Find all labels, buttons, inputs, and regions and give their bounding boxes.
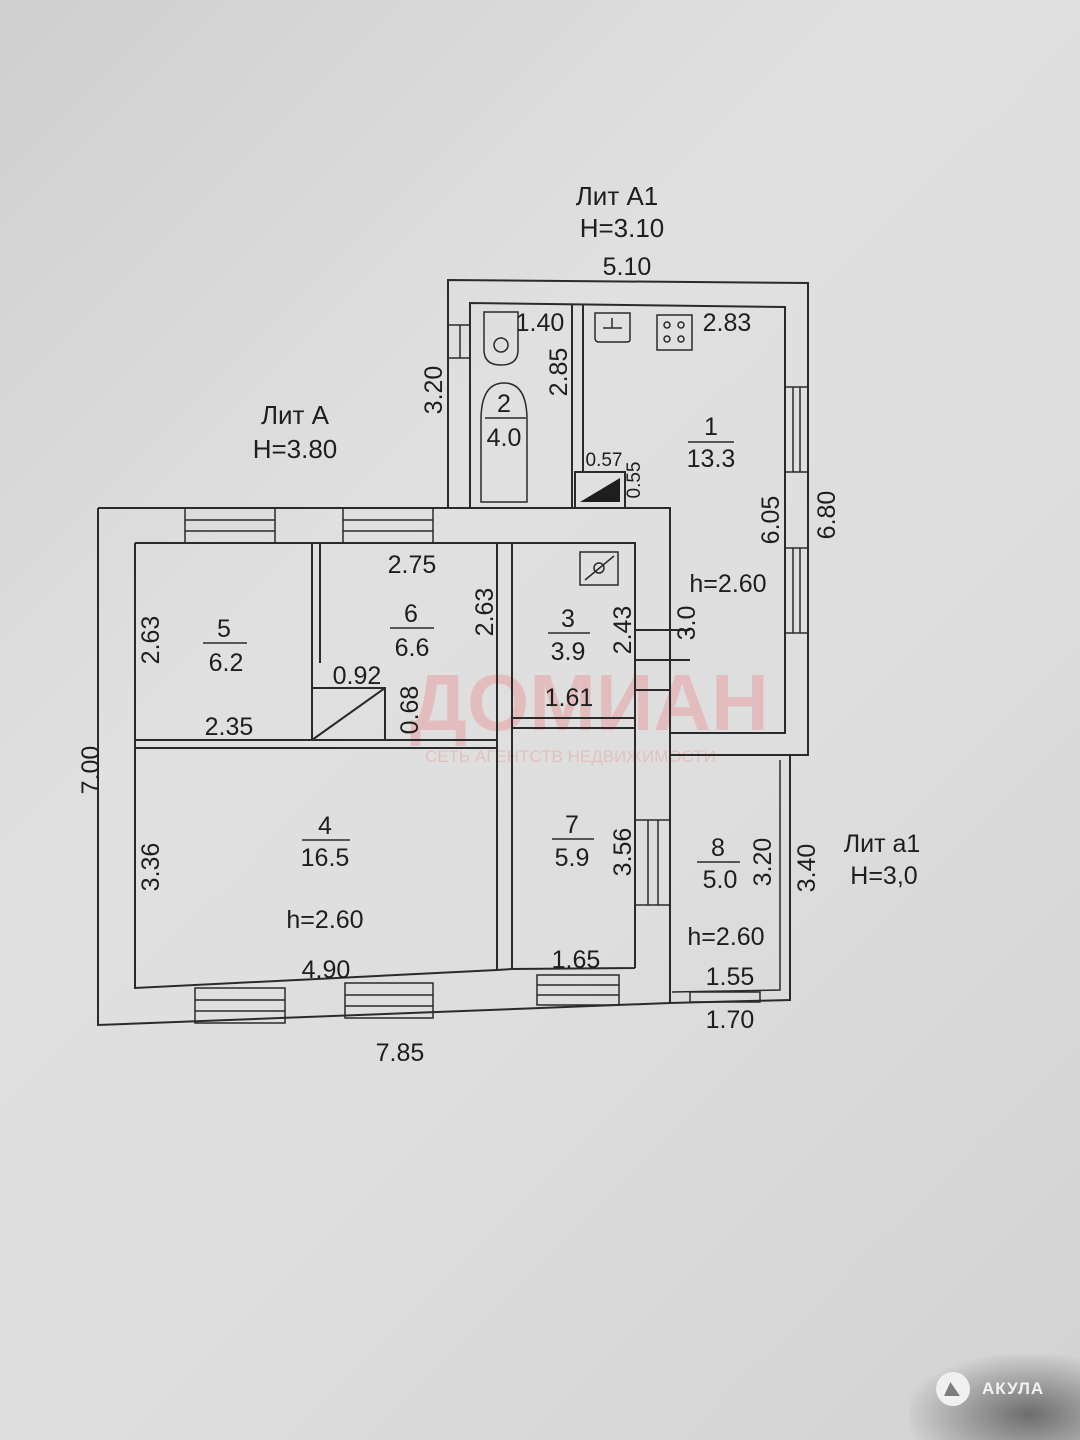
dimension: 0.55 [624,462,645,499]
toilet-icon [483,311,519,366]
room-area: 13.3 [687,445,736,473]
dimension: 2.43 [609,606,637,655]
dimension: 2.63 [471,588,499,637]
watermark-subtitle: СЕТЬ АГЕНТСТВ НЕДВИЖИМОСТИ [425,747,716,766]
dimension: 0.57 [586,450,623,471]
dimension: 2.83 [703,309,752,337]
room-number: 3 [561,605,575,633]
lit-a-title: Лит А [261,400,330,430]
dimension: 6.80 [813,491,841,540]
dimension: 1.70 [706,1006,755,1034]
shark-icon [936,1372,970,1406]
fixtures [480,311,693,586]
room-area: 6.2 [209,649,244,677]
room-area: 5.9 [555,844,590,872]
dimension: 1.55 [706,963,755,991]
windows [184,324,809,1024]
dimension: 1.61 [545,684,594,712]
dimension: 3.0 [673,606,701,641]
dimension: 2.63 [137,616,165,665]
dimension: 3.20 [749,838,777,887]
room-number: 1 [704,413,718,441]
room-number: 4 [318,812,332,840]
room-number: 2 [497,390,511,418]
dimension: 3.40 [793,844,821,893]
room-area: 3.9 [551,638,586,666]
room-labels: 1 13.3 2 4.0 3 3.9 4 16.5 5 6.2 6 6.6 7 … [203,390,740,894]
dimension: 5.10 [603,253,652,281]
ceiling-height: h=2.60 [286,906,363,934]
room-area: 5.0 [703,866,738,894]
room-number: 7 [565,811,579,839]
room-number: 8 [711,834,725,862]
sink-icon [594,312,631,343]
walls [97,278,809,1027]
dimension: 2.35 [205,713,254,741]
dimension: 0.68 [396,686,424,735]
dimension: 7.85 [376,1039,425,1067]
bathtub-icon [480,382,528,503]
room-number: 6 [404,600,418,628]
dimension: 1.40 [516,309,565,337]
lit-a1-small-height: Н=3,0 [850,862,917,890]
lit-a1-small-title: Лит а1 [844,830,921,858]
dimension: 7.00 [77,746,105,795]
dimensions: 5.10 1.40 2.83 0.57 2.75 0.92 1.61 2.35 … [77,253,841,1067]
dimension: 6.05 [757,496,785,545]
room-area: 6.6 [395,634,430,662]
dimension: 0.92 [333,662,382,690]
dimension: 3.56 [609,828,637,877]
room-area: 16.5 [301,844,350,872]
room-area: 4.0 [487,424,522,452]
logo-text: АКУЛА [982,1379,1045,1398]
dimension: 2.75 [388,551,437,579]
akula-logo: АКУЛА [936,1372,1044,1406]
toilet-bowl-icon [493,337,509,353]
lit-a-height: Н=3.80 [253,434,338,464]
boiler-icon [579,551,619,586]
ceiling-height: h=2.60 [689,570,766,598]
lit-a1-title: Лит А1 [576,181,659,211]
room-number: 5 [217,615,231,643]
lit-a1-height: Н=3.10 [580,213,665,243]
ceiling-height: h=2.60 [687,923,764,951]
dimension: 2.85 [545,348,573,397]
stove-icon [656,314,693,351]
dimension: 4.90 [302,956,351,984]
dimension: 1.65 [552,946,601,974]
dimension: 3.20 [420,366,448,415]
dimension: 3.36 [137,843,165,892]
